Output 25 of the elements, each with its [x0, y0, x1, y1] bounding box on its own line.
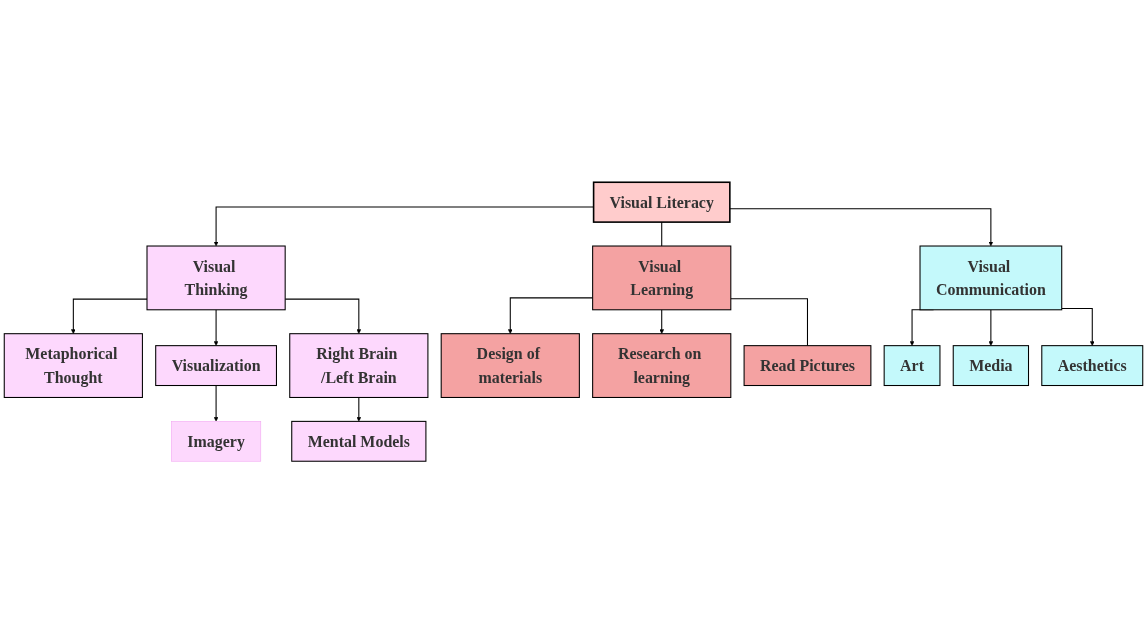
- arrow: [213, 384, 219, 422]
- arrow: [213, 309, 219, 346]
- connector: [730, 297, 808, 346]
- node-box: Imagery: [171, 420, 262, 462]
- arrow: [659, 309, 665, 334]
- arrow: [356, 396, 362, 422]
- node-box: Aesthetics: [1041, 344, 1144, 386]
- node-box: Visual Thinking: [146, 245, 286, 311]
- arrow: [1061, 307, 1095, 346]
- node-box: Art: [883, 344, 941, 386]
- node-box: Visual Learning: [592, 245, 732, 311]
- node-box: Read Pictures: [743, 344, 872, 386]
- node-box: Visualization: [155, 344, 277, 386]
- arrow: [71, 298, 148, 334]
- node-box: Mental Models: [291, 420, 427, 462]
- node-box: Visual Communication: [919, 245, 1063, 311]
- node-box: Metaphorical Thought: [3, 332, 143, 398]
- node-box: Design of materials: [440, 332, 580, 398]
- node-box: Right Brain /Left Brain: [289, 332, 429, 398]
- node-box: Visual Literacy: [592, 181, 731, 223]
- node-box: Media: [952, 344, 1030, 386]
- node-box: Research on learning: [592, 332, 732, 398]
- arrow: [988, 309, 994, 346]
- connector: [661, 221, 663, 247]
- arrow: [729, 208, 994, 246]
